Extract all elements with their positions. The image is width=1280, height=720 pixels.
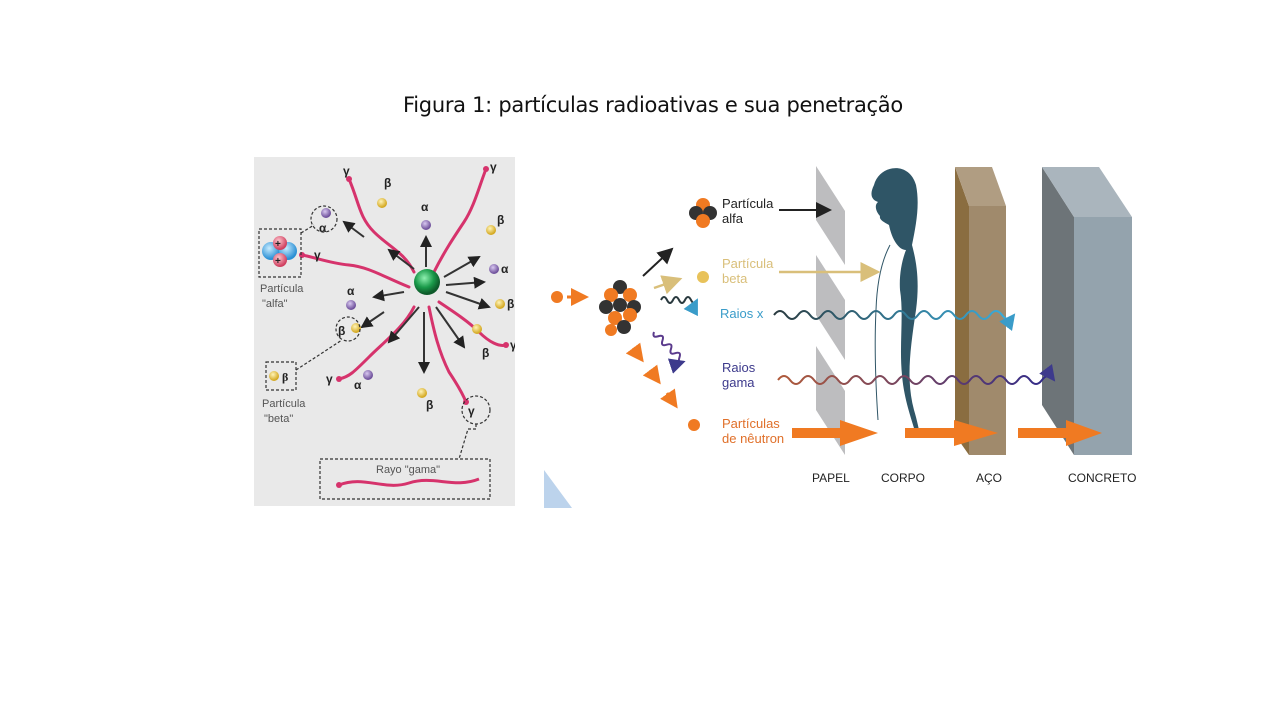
xray-wave xyxy=(773,310,1016,331)
gamma-ray-sample xyxy=(338,477,480,487)
barrier-label-paper: PAPEL xyxy=(812,471,850,485)
gamma-ray xyxy=(432,167,488,274)
gamma-label: γ xyxy=(326,372,333,386)
label-xray: Raios x xyxy=(720,306,764,321)
radioactive-emission-diagram: γ β α γ β α β γ β β α γ α γ α β γ xyxy=(254,157,517,508)
beta-label: β xyxy=(384,176,391,190)
gamma-ray xyxy=(300,253,411,289)
beta-label: β xyxy=(338,324,345,338)
figure-title: Figura 1: partículas radioativas e sua p… xyxy=(403,93,903,117)
beta-label: β xyxy=(426,398,433,412)
beta-label: β xyxy=(507,297,514,311)
beta-callout-box xyxy=(265,361,297,391)
nucleus xyxy=(414,269,440,295)
alpha-particle-model: + + xyxy=(262,236,297,267)
svg-text:+: + xyxy=(275,239,281,250)
beta-caption-quote: "beta" xyxy=(264,413,293,425)
gamma-rays xyxy=(300,167,508,404)
alpha-label: α xyxy=(421,200,429,214)
incoming-neutron xyxy=(551,291,563,303)
alpha-label: α xyxy=(501,262,509,276)
label-neutron-1: Partículas xyxy=(722,416,780,431)
decorative-triangle xyxy=(544,470,572,508)
gamma-label: γ xyxy=(490,160,497,174)
label-alpha-2: alfa xyxy=(722,211,744,226)
neutron-arrow xyxy=(1018,420,1102,446)
label-neutron-2: de nêutron xyxy=(722,431,784,446)
alpha-caption-quote: "alfa" xyxy=(262,298,288,310)
gamma-ray xyxy=(337,305,416,381)
barrier-label-steel: AÇO xyxy=(976,471,1002,485)
radiation-penetration-diagram: Partícula alfa Partícula beta Raios x Ra… xyxy=(544,150,1144,508)
concrete-barrier xyxy=(1042,167,1132,455)
label-gamma-1: Raios xyxy=(722,360,756,375)
gamma-label: γ xyxy=(314,248,321,262)
label-beta-2: beta xyxy=(722,271,748,286)
alpha-caption: Partícula xyxy=(260,283,304,295)
label-alpha-1: Partícula xyxy=(722,196,774,211)
neutron-arrow xyxy=(792,420,878,446)
gamma-tips xyxy=(299,166,509,405)
neutron-particle-icon xyxy=(688,419,700,431)
emission-arrows xyxy=(342,220,491,374)
alpha-callout-circle xyxy=(310,205,338,233)
svg-text:+: + xyxy=(275,256,281,267)
alpha-label: α xyxy=(354,378,362,392)
beta-particles xyxy=(351,198,505,398)
steel-barrier xyxy=(955,167,1006,455)
beta-particle-icon xyxy=(697,271,709,283)
neutron-arrow xyxy=(905,420,998,446)
neutron-arrows xyxy=(792,420,1102,446)
penetration-svg: Partícula alfa Partícula beta Raios x Ra… xyxy=(544,166,1136,508)
emission-svg: γ β α γ β α β γ β β α γ α γ α β γ xyxy=(254,160,517,508)
alpha-particles xyxy=(321,208,499,380)
label-gamma-2: gama xyxy=(722,375,755,390)
beta-label: β xyxy=(282,370,288,384)
gamma-callout-box xyxy=(319,458,491,500)
beta-label: β xyxy=(482,346,489,360)
gamma-ray xyxy=(437,300,508,347)
body-silhouette xyxy=(871,168,920,435)
alpha-callout-box xyxy=(258,228,302,278)
gamma-caption: Rayo "gama" xyxy=(376,464,440,476)
gamma-wave xyxy=(777,364,1056,385)
gamma-ray xyxy=(347,177,416,274)
barrier-label-body: CORPO xyxy=(881,471,925,485)
label-beta-1: Partícula xyxy=(722,256,774,271)
radioactive-nucleus xyxy=(599,280,641,336)
gamma-label: γ xyxy=(343,164,350,178)
alpha-particle-icon xyxy=(689,198,717,228)
beta-label: β xyxy=(497,213,504,227)
beta-callout-circle xyxy=(335,316,361,342)
gamma-label: γ xyxy=(468,404,475,418)
beta-caption: Partícula xyxy=(262,398,306,410)
barrier-label-concrete: CONCRETO xyxy=(1068,471,1136,485)
gamma-label: γ xyxy=(510,338,515,352)
alpha-label: α xyxy=(347,284,355,298)
gamma-ray xyxy=(427,305,468,404)
alpha-label: α xyxy=(319,221,327,235)
